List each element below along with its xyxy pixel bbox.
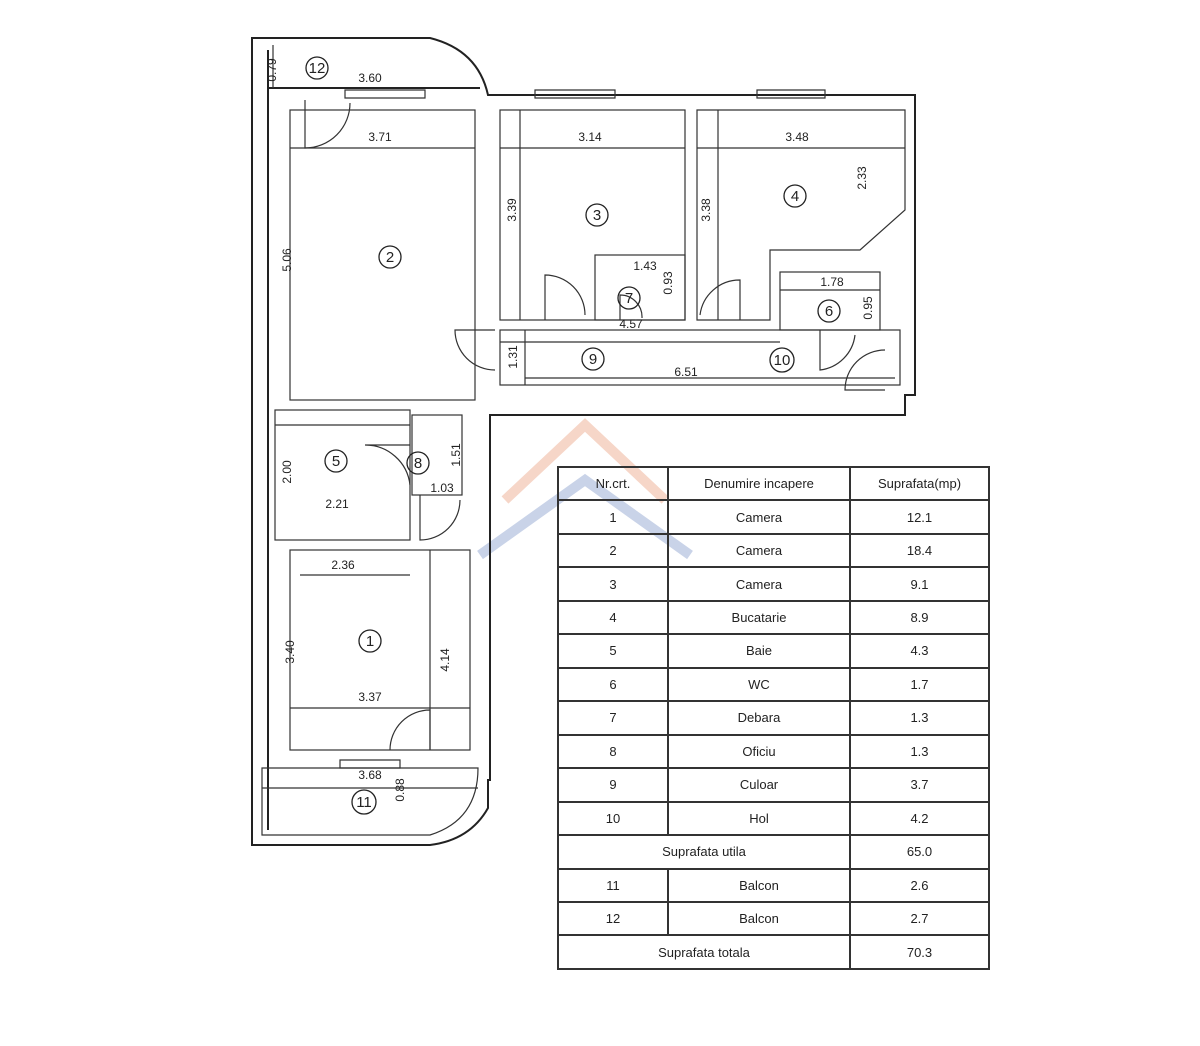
dim: 1.78 [820, 275, 844, 289]
room-7-label: 7 [625, 290, 633, 307]
room-10-label: 10 [774, 352, 791, 369]
cell-name: Balcon [667, 901, 851, 937]
cell-nr: 6 [557, 666, 669, 703]
dim: 3.68 [358, 768, 382, 782]
cell-nr: 5 [557, 633, 669, 669]
cell-nr: 2 [557, 532, 669, 569]
cell-nr: 10 [557, 800, 669, 837]
room-12-label: 12 [309, 60, 326, 77]
header-nr: Nr.crt. [557, 465, 669, 502]
cell-area: 4.2 [849, 800, 990, 837]
dim: 2.21 [325, 497, 349, 511]
cell-name: WC [667, 666, 851, 703]
dim: 3.40 [283, 640, 297, 664]
dim: 3.38 [699, 198, 713, 222]
dim: 2.33 [855, 166, 869, 190]
cell-name: Oficiu [667, 733, 851, 770]
cell-name: Camera [667, 532, 851, 569]
cell-area: 8.9 [849, 599, 990, 636]
room-4-label: 4 [791, 188, 799, 205]
total-label: Suprafata totala [557, 934, 851, 970]
cell-nr: 7 [557, 700, 669, 736]
cell-area: 1.3 [849, 700, 990, 736]
cell-nr: 4 [557, 599, 669, 636]
room-numbers [305, 56, 841, 815]
cell-area: 4.3 [849, 633, 990, 669]
cell-name: Baie [667, 633, 851, 669]
useful-label: Suprafata utila [557, 834, 851, 870]
cell-area: 3.7 [849, 767, 990, 803]
dim: 1.51 [449, 443, 463, 467]
dim: 2.36 [331, 558, 355, 572]
dim: 3.37 [358, 690, 382, 704]
total-area-row: Suprafata totala 70.3 [557, 934, 990, 970]
header-area: Suprafata(mp) [849, 465, 990, 502]
dim: 1.31 [506, 345, 520, 369]
total-area: 70.3 [849, 934, 990, 970]
header-name: Denumire incapere [667, 465, 851, 502]
dim: 3.48 [785, 130, 809, 144]
dim: 0.93 [661, 271, 675, 295]
room-1-label: 1 [366, 633, 374, 650]
cell-name: Bucatarie [667, 599, 851, 636]
cell-area: 1.7 [849, 666, 990, 703]
cell-nr: 3 [557, 566, 669, 602]
dim: 1.03 [430, 481, 454, 495]
cell-name: Camera [667, 566, 851, 602]
dim: 6.51 [674, 365, 698, 379]
dim: 5.06 [280, 248, 294, 272]
walls [251, 37, 916, 846]
dim: 1.43 [633, 259, 657, 273]
cell-area: 2.7 [849, 901, 990, 937]
useful-area: 65.0 [849, 834, 990, 870]
dim: 4.57 [619, 317, 643, 331]
dim: 3.60 [358, 71, 382, 85]
cell-name: Balcon [667, 867, 851, 904]
room-5-label: 5 [332, 453, 340, 470]
cell-area: 9.1 [849, 566, 990, 602]
dim: 3.71 [368, 130, 392, 144]
cell-nr: 9 [557, 767, 669, 803]
room-6-label: 6 [825, 303, 833, 320]
cell-nr: 1 [557, 499, 669, 535]
cell-area: 12.1 [849, 499, 990, 535]
cell-area: 2.6 [849, 867, 990, 904]
cell-name: Hol [667, 800, 851, 837]
dim: 0.88 [393, 778, 407, 802]
cell-nr: 8 [557, 733, 669, 770]
useful-area-row: Suprafata utila 65.0 [557, 834, 990, 870]
room-2-label: 2 [386, 249, 394, 266]
cell-name: Camera [667, 499, 851, 535]
dim: 0.79 [265, 58, 279, 82]
area-table: Nr.crt. Denumire incapere Suprafata(mp) … [557, 465, 990, 970]
cell-nr: 11 [557, 867, 669, 904]
cell-nr: 12 [557, 901, 669, 937]
cell-name: Debara [667, 700, 851, 736]
cell-area: 1.3 [849, 733, 990, 770]
dim: 4.14 [438, 648, 452, 672]
cell-area: 18.4 [849, 532, 990, 569]
dim: 3.39 [505, 198, 519, 222]
dim: 2.00 [280, 460, 294, 484]
room-11-label: 11 [356, 794, 372, 811]
room-8-label: 8 [414, 455, 422, 472]
room-9-label: 9 [589, 351, 597, 368]
table-header: Nr.crt. Denumire incapere Suprafata(mp) [557, 465, 990, 502]
dim: 0.95 [861, 296, 875, 320]
dim: 3.14 [578, 130, 602, 144]
cell-name: Culoar [667, 767, 851, 803]
room-3-label: 3 [593, 207, 601, 224]
